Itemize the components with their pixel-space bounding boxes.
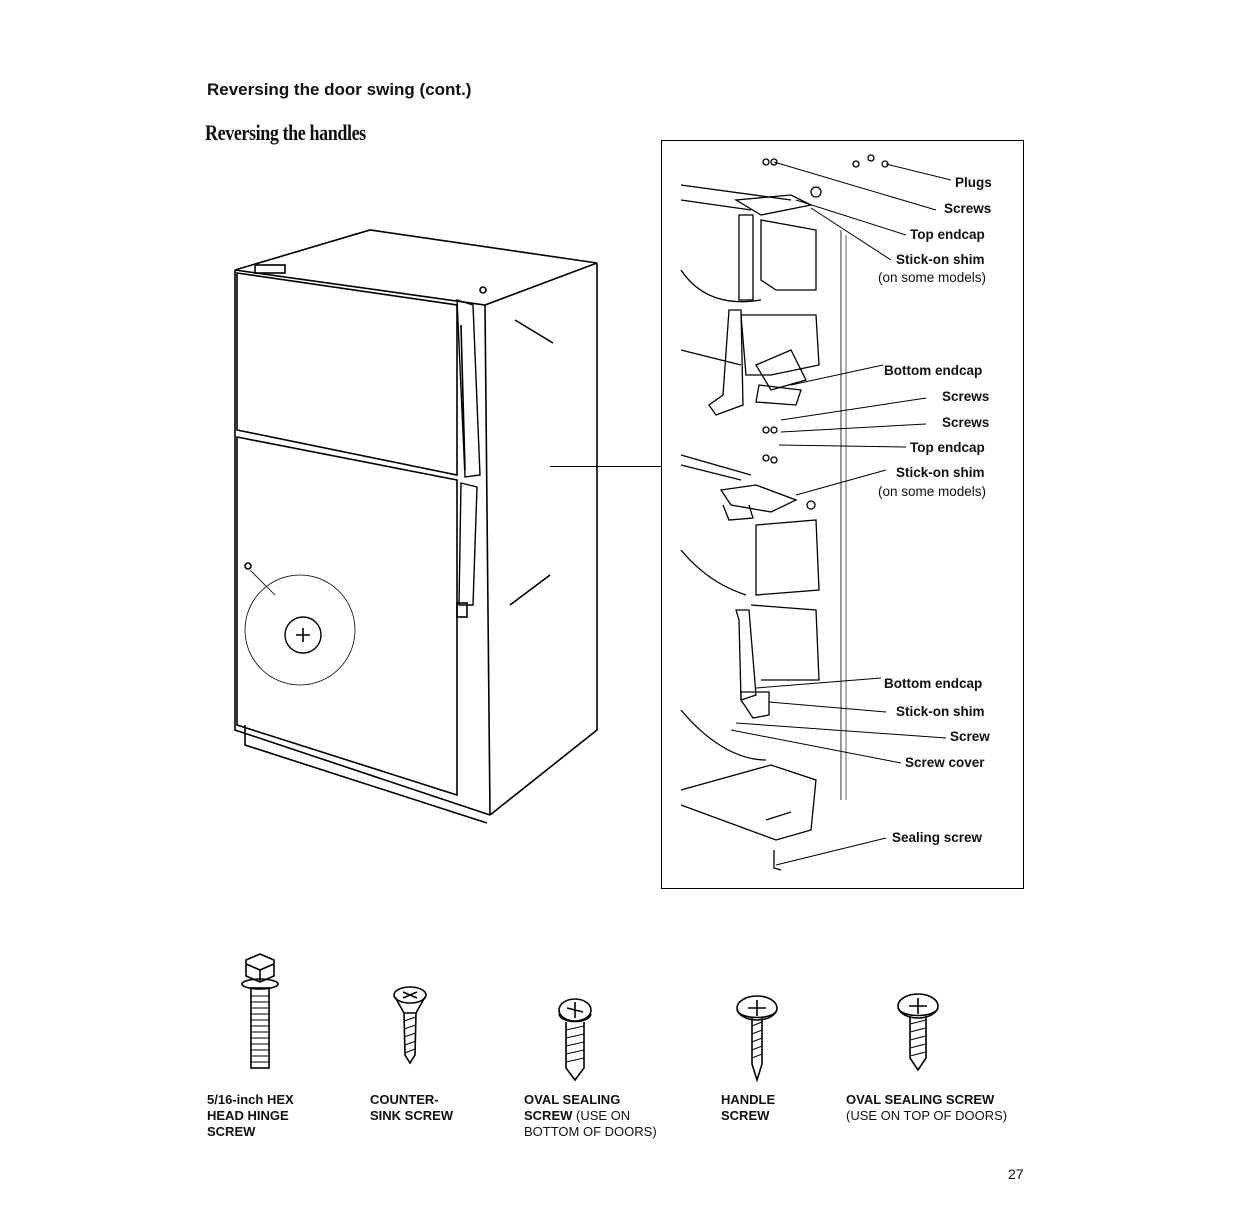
callout-plugs: Plugs <box>955 175 992 190</box>
hex-head-hinge-screw-icon <box>241 953 279 1069</box>
callout-top-endcap-2: Top endcap <box>910 440 985 455</box>
callout-bottom-endcap-1: Bottom endcap <box>884 363 983 378</box>
callout-some-models-2: (on some models) <box>878 484 987 499</box>
oval-sealing-screw-bottom-icon <box>558 998 592 1082</box>
callout-screws-2: Screws <box>942 389 990 404</box>
hinge-detail-frame <box>661 140 1024 889</box>
hinge-detail-illustration <box>680 154 952 871</box>
callout-stick-on-shim-1: Stick-on shim <box>896 252 985 267</box>
caption-oval-sealing-screw-top: OVAL SEALING SCREW (USE ON TOP OF DOORS) <box>846 1092 1008 1123</box>
page-number: 27 <box>1008 1166 1024 1182</box>
connector-line <box>550 466 662 467</box>
countersink-screw-icon <box>393 986 427 1065</box>
callout-stick-on-shim-3: Stick-on shim <box>896 704 985 719</box>
caption-handle-screw: HANDLE SCREW <box>721 1092 776 1123</box>
callout-bottom-endcap-2: Bottom endcap <box>884 676 983 691</box>
callout-top-endcap-1: Top endcap <box>910 227 985 242</box>
oval-sealing-screw-top-icon <box>897 993 939 1072</box>
section-title: Reversing the door swing (cont.) <box>207 80 472 99</box>
caption-countersink-screw: COUNTER- SINK SCREW <box>370 1092 454 1123</box>
caption-hex-head-hinge-screw: 5/16-inch HEX HEAD HINGE SCREW <box>207 1092 294 1139</box>
refrigerator-illustration <box>234 229 598 824</box>
callout-some-models-1: (on some models) <box>878 270 987 285</box>
handle-screw-icon <box>736 995 778 1082</box>
caption-oval-sealing-screw-bottom: OVAL SEALING SCREW (USE ON BOTTOM OF DOO… <box>524 1092 657 1139</box>
callout-screws-1: Screws <box>944 201 992 216</box>
callout-screws-3: Screws <box>942 415 990 430</box>
callout-sealing-screw: Sealing screw <box>892 830 983 845</box>
callout-screw: Screw <box>950 729 990 744</box>
callout-screw-cover: Screw cover <box>905 755 985 770</box>
callout-stick-on-shim-2: Stick-on shim <box>896 465 985 480</box>
page-heading: Reversing the handles <box>205 120 366 145</box>
